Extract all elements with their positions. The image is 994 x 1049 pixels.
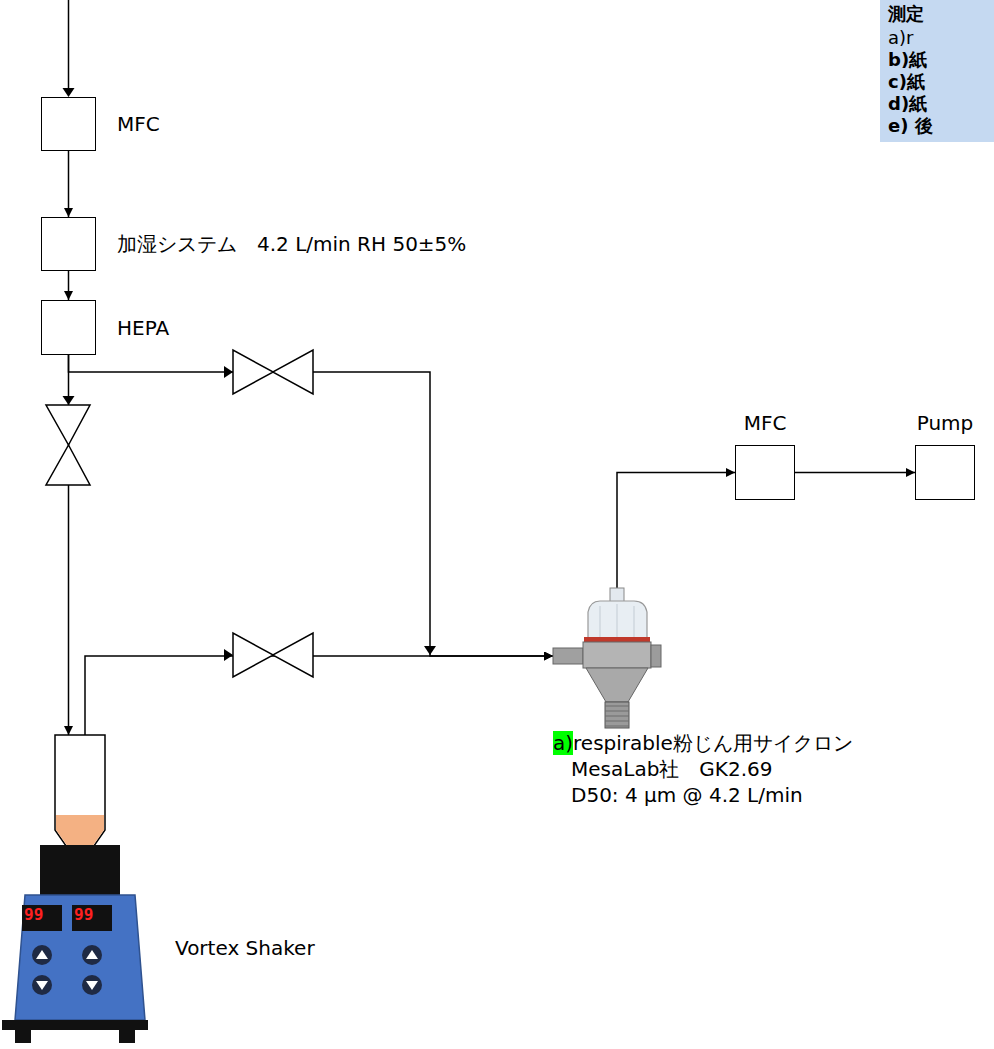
note-heading: 測定 — [888, 4, 924, 24]
note-line: a)r — [888, 28, 913, 48]
node-label: Vortex Shaker — [175, 935, 315, 961]
note-panel — [880, 0, 994, 142]
node-label: 加湿システム 4.2 L/min RH 50±5% — [117, 231, 466, 257]
note-line: e) 後 — [888, 116, 933, 136]
node-label: Pump — [917, 410, 974, 436]
hepa-filter-box: HEPA — [41, 300, 96, 355]
flow-line — [68, 151, 70, 217]
mfc-box: MFC — [735, 445, 795, 500]
cyclone-illustration — [553, 588, 661, 728]
pump-box: Pump — [915, 445, 975, 500]
note-line: c)紙 — [888, 72, 925, 92]
cyclone-label: respirable粉じん用サイクロン — [573, 731, 853, 755]
note-line: b)紙 — [888, 50, 927, 70]
vortex-shaker-illustration — [2, 735, 148, 1043]
flow-line — [69, 355, 554, 656]
display-digits: 99 — [74, 906, 93, 924]
cyclone: a)respirable粉じん用サイクロンMesaLab社 GK2.69D50:… — [553, 588, 853, 808]
inlet-line — [68, 0, 70, 90]
valve-symbol — [46, 405, 90, 485]
vortex-shaker: Vortex Shaker — [0, 735, 150, 1035]
arrow-head — [63, 88, 75, 97]
note-line: d)紙 — [888, 94, 927, 114]
flow-line — [795, 472, 915, 474]
flow-line — [617, 473, 735, 589]
node-label: HEPA — [117, 315, 169, 341]
cyclone-label: MesaLab社 GK2.69 — [553, 756, 853, 782]
callout-letter: a) — [553, 731, 573, 755]
humidifier-box: 加湿システム 4.2 L/min RH 50±5% — [41, 217, 96, 271]
node-label: MFC — [744, 410, 787, 436]
flow-line — [68, 271, 70, 300]
arrow-head — [424, 646, 436, 655]
cyclone-label: D50: 4 µm @ 4.2 L/min — [553, 782, 853, 808]
flow-line — [85, 656, 553, 735]
valve-symbol — [233, 350, 313, 394]
valve-symbol — [233, 633, 313, 677]
mfc-box: MFC — [41, 97, 96, 151]
arrow-head — [224, 649, 233, 661]
arrow-head — [63, 396, 75, 405]
arrow-head — [224, 366, 233, 378]
display-digits: 99 — [24, 906, 43, 924]
node-label: MFC — [117, 111, 160, 137]
